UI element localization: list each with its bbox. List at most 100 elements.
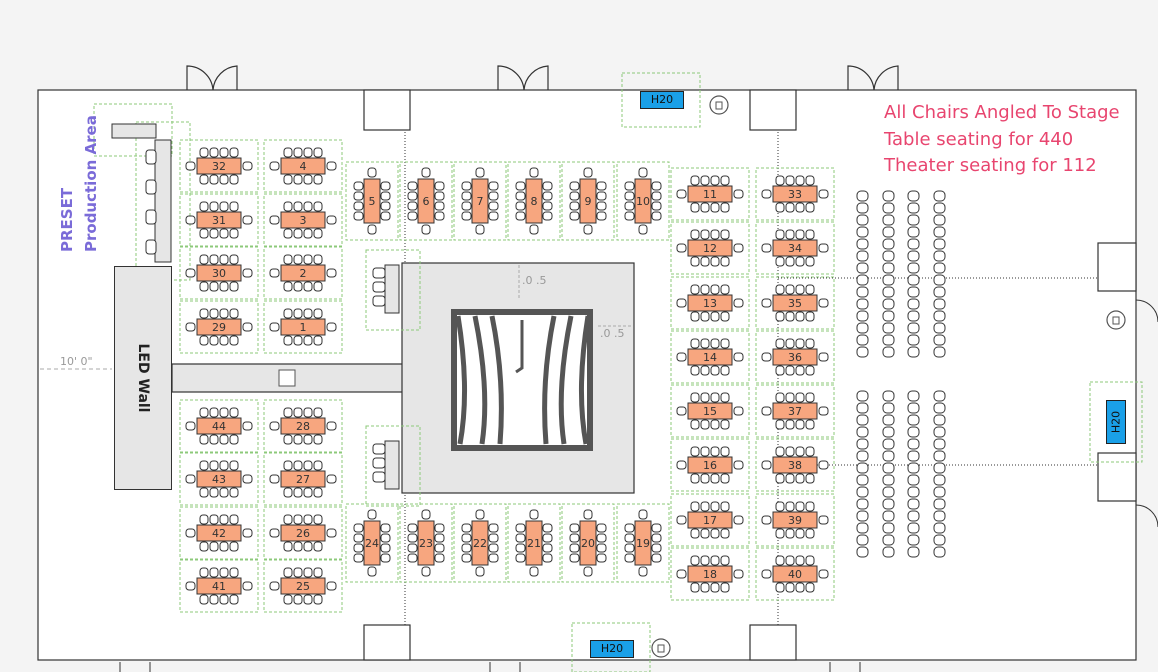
table-43: 43	[179, 452, 259, 506]
table-32: 32	[179, 139, 259, 193]
chair	[690, 419, 700, 430]
chair	[303, 147, 313, 158]
theater-chair	[882, 346, 895, 358]
chair	[733, 460, 744, 470]
chair	[303, 201, 313, 212]
chair	[219, 147, 229, 158]
chair	[710, 202, 720, 213]
chair	[542, 201, 553, 211]
table-37: 37	[755, 384, 835, 438]
chair	[434, 191, 445, 201]
chair	[372, 267, 386, 279]
chair	[209, 487, 219, 498]
chair	[690, 555, 700, 566]
theater-chair	[933, 274, 946, 286]
chair	[818, 243, 829, 253]
chair	[185, 215, 196, 225]
chair	[229, 308, 239, 319]
chair	[283, 308, 293, 319]
chair	[367, 167, 377, 178]
chair	[283, 487, 293, 498]
table-top	[280, 157, 326, 175]
chair	[785, 446, 795, 457]
chair	[283, 147, 293, 158]
chair	[293, 514, 303, 525]
table-40: 40	[755, 547, 835, 601]
table-number: 17	[703, 514, 717, 527]
chair	[353, 181, 364, 191]
table-number: 14	[703, 351, 717, 364]
theater-chair	[907, 510, 920, 522]
door	[1135, 504, 1158, 528]
chair	[690, 473, 700, 484]
table-zone	[561, 503, 615, 583]
chair	[775, 555, 785, 566]
chair	[219, 201, 229, 212]
theater-chair	[856, 498, 869, 510]
door	[1135, 299, 1158, 323]
chair	[219, 228, 229, 239]
chair	[293, 460, 303, 471]
chair	[293, 281, 303, 292]
chair	[785, 365, 795, 376]
table-top	[525, 178, 543, 224]
chair	[421, 224, 431, 235]
theater-chair	[933, 534, 946, 546]
chair	[367, 566, 377, 577]
chair	[293, 567, 303, 578]
table-top	[772, 239, 818, 257]
chair	[733, 352, 744, 362]
chair	[710, 311, 720, 322]
table-zone	[507, 161, 561, 241]
chair	[283, 201, 293, 212]
theater-chair	[882, 426, 895, 438]
theater-chair	[933, 450, 946, 462]
theater-chair	[882, 310, 895, 322]
chair	[313, 308, 323, 319]
chair	[720, 392, 730, 403]
table-top	[196, 417, 242, 435]
theater-chair	[933, 262, 946, 274]
chair	[720, 311, 730, 322]
chair	[775, 284, 785, 295]
theater-chair	[907, 522, 920, 534]
table-top	[579, 520, 597, 566]
theater-chair	[933, 474, 946, 486]
chair	[569, 533, 580, 543]
chair	[293, 594, 303, 605]
chair	[761, 298, 772, 308]
chair	[269, 322, 280, 332]
chair	[720, 338, 730, 349]
table-top	[687, 402, 733, 420]
table-4: 4	[263, 139, 343, 193]
chair	[219, 541, 229, 552]
table-22: 22	[453, 503, 507, 583]
chair	[676, 352, 687, 362]
chair	[651, 553, 662, 563]
theater-chair	[882, 322, 895, 334]
setup-zone	[571, 622, 651, 672]
chair	[733, 515, 744, 525]
table-number: 10	[636, 195, 650, 208]
h2o-station-right-label: H20	[1109, 410, 1123, 434]
table-top	[196, 157, 242, 175]
chair	[209, 174, 219, 185]
chair	[313, 228, 323, 239]
chair	[624, 211, 635, 221]
chair	[293, 434, 303, 445]
table-31: 31	[179, 193, 259, 247]
chair	[199, 460, 209, 471]
chair	[242, 322, 253, 332]
chair	[242, 161, 253, 171]
pillar	[749, 624, 797, 661]
chair	[313, 567, 323, 578]
chair	[710, 501, 720, 512]
chair	[219, 308, 229, 319]
chair	[700, 175, 710, 186]
table-top	[196, 470, 242, 488]
table-top	[196, 524, 242, 542]
theater-chair	[882, 414, 895, 426]
chair	[795, 446, 805, 457]
chair	[303, 460, 313, 471]
chair	[303, 308, 313, 319]
